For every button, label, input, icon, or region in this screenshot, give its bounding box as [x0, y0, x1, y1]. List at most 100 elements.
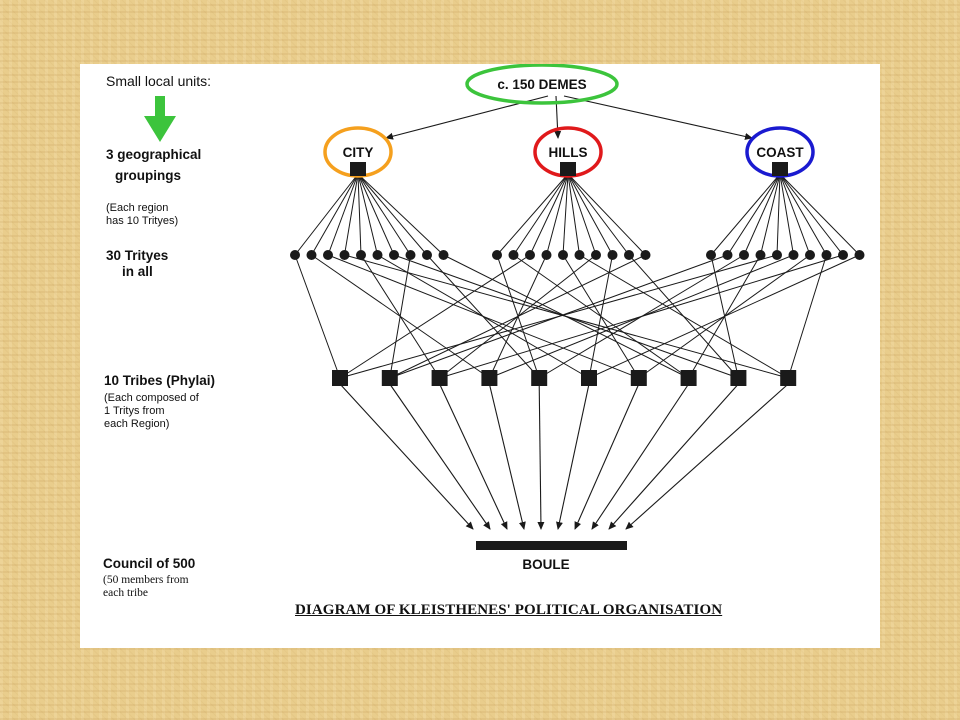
tritys-to-tribe-line [628, 254, 739, 379]
region-to-tritys-line [567, 173, 580, 256]
tribe-square [581, 370, 597, 386]
region-to-tritys-line [357, 173, 428, 256]
trityes-label: 30 Trityes in all [106, 248, 168, 280]
tritys-to-tribe-line [787, 254, 827, 379]
tritys-dot [706, 250, 716, 260]
region-square [350, 162, 366, 176]
region-to-tritys-line [779, 173, 811, 256]
region-to-tritys-line [357, 173, 362, 256]
tritys-dot [541, 250, 552, 260]
region-note-line1: (Each region [106, 202, 169, 214]
region-to-tritys-line [779, 173, 827, 256]
tritys-dot [525, 250, 535, 260]
tribe-to-boule-arrow [488, 383, 526, 530]
tribe-square [780, 370, 797, 386]
region-square [560, 162, 576, 176]
region-note: (Each region has 10 Trityes) [106, 202, 178, 228]
boule-label: BOULE [522, 557, 569, 572]
region-to-tritys-line [567, 173, 646, 256]
region-label: COAST [756, 145, 804, 160]
tribe-to-boule-arrow [439, 383, 508, 530]
tritys-dot [422, 250, 432, 260]
tribe-square [481, 370, 498, 386]
tritys-dot [838, 250, 848, 260]
tritys-dot [854, 250, 865, 260]
tritys-dot [739, 250, 749, 260]
tribe-square [531, 370, 548, 386]
tribe-square [431, 370, 448, 386]
tritys-dot [508, 250, 519, 260]
tritys-dot [640, 250, 651, 260]
region-to-tritys-line [562, 173, 569, 256]
region-to-tritys-line [357, 173, 378, 256]
region-to-tritys-line [513, 173, 569, 256]
tritys-dot [306, 250, 317, 260]
trityes-line2: in all [122, 264, 153, 279]
tritys-to-tribe-line [339, 254, 531, 379]
tritys-to-tribe-line [389, 254, 411, 379]
boule-bar [476, 541, 627, 550]
tribe-square [730, 370, 747, 386]
tribe-to-boule-arrow [608, 383, 739, 530]
tritys-to-tribe-line [439, 254, 844, 379]
tritys-to-tribe-line [389, 254, 646, 379]
small-local-units-label: Small local units: [106, 73, 212, 89]
council-note-line1: (50 members from [103, 574, 189, 586]
tritys-dot [558, 250, 568, 260]
tritys-dot [788, 250, 799, 260]
tritys-dot [805, 250, 815, 260]
tribe-to-boule-arrow [625, 383, 789, 530]
region-to-tritys-line [294, 173, 359, 256]
tritys-to-tribe-line [588, 254, 613, 379]
down-arrow-head [144, 116, 176, 142]
council-note: (50 members from each tribe [103, 574, 189, 600]
tribes-note-line3: each Region) [104, 418, 170, 430]
tribe-to-boule-arrow [537, 383, 545, 530]
region-to-tritys-line [567, 173, 630, 256]
demes-to-region-arrow [563, 95, 753, 140]
tritys-dot [624, 250, 634, 260]
down-arrow-icon [144, 96, 176, 142]
tritys-dot [574, 250, 585, 260]
region-to-tritys-line [567, 173, 613, 256]
tritys-dot [722, 250, 733, 260]
tritys-to-tribe-line [588, 254, 860, 379]
region-to-tritys-line [760, 173, 781, 256]
region-to-tritys-line [779, 173, 844, 256]
region-to-tritys-line [567, 173, 597, 256]
region-to-tritys-line [710, 173, 781, 256]
tritys-dot [372, 250, 383, 260]
diagram-title: DIAGRAM OF KLEISTHENES' POLITICAL ORGANI… [295, 602, 723, 618]
tribe-square [332, 370, 348, 386]
tritys-dot [591, 250, 601, 260]
geographical-groupings-line2: groupings [115, 168, 181, 183]
region-square [772, 162, 788, 176]
tribe-to-boule-arrow [389, 383, 491, 530]
tribes-note-line1: (Each composed of [104, 392, 199, 404]
tritys-dot [772, 250, 782, 260]
tribes-note-line2: 1 Tritys from [104, 405, 165, 417]
region-label: CITY [343, 145, 374, 160]
region-to-tritys-line [327, 173, 359, 256]
tritys-dot [290, 250, 300, 260]
tritys-dot [492, 250, 502, 260]
region-to-tritys-line [779, 173, 794, 256]
region-to-tritys-line [727, 173, 781, 256]
council-label: Council of 500 [103, 556, 196, 571]
geographical-groupings-line1: 3 geographical [106, 147, 202, 162]
tritys-dot [323, 250, 333, 260]
region-to-tritys-line [357, 173, 411, 256]
tritys-dot [755, 250, 766, 260]
tritys-to-tribe-line [294, 254, 341, 379]
region-to-tritys-line [357, 173, 395, 256]
tribe-square [630, 370, 647, 386]
council-note-line2: each tribe [103, 587, 149, 599]
tritys-dot [821, 250, 832, 260]
demes-ring [465, 64, 619, 105]
tritys-dot [438, 250, 449, 260]
tritys-dot [339, 250, 350, 260]
tritys-dot [405, 250, 416, 260]
tribe-square [381, 370, 398, 386]
demes-label: c. 150 DEMES [497, 77, 586, 92]
